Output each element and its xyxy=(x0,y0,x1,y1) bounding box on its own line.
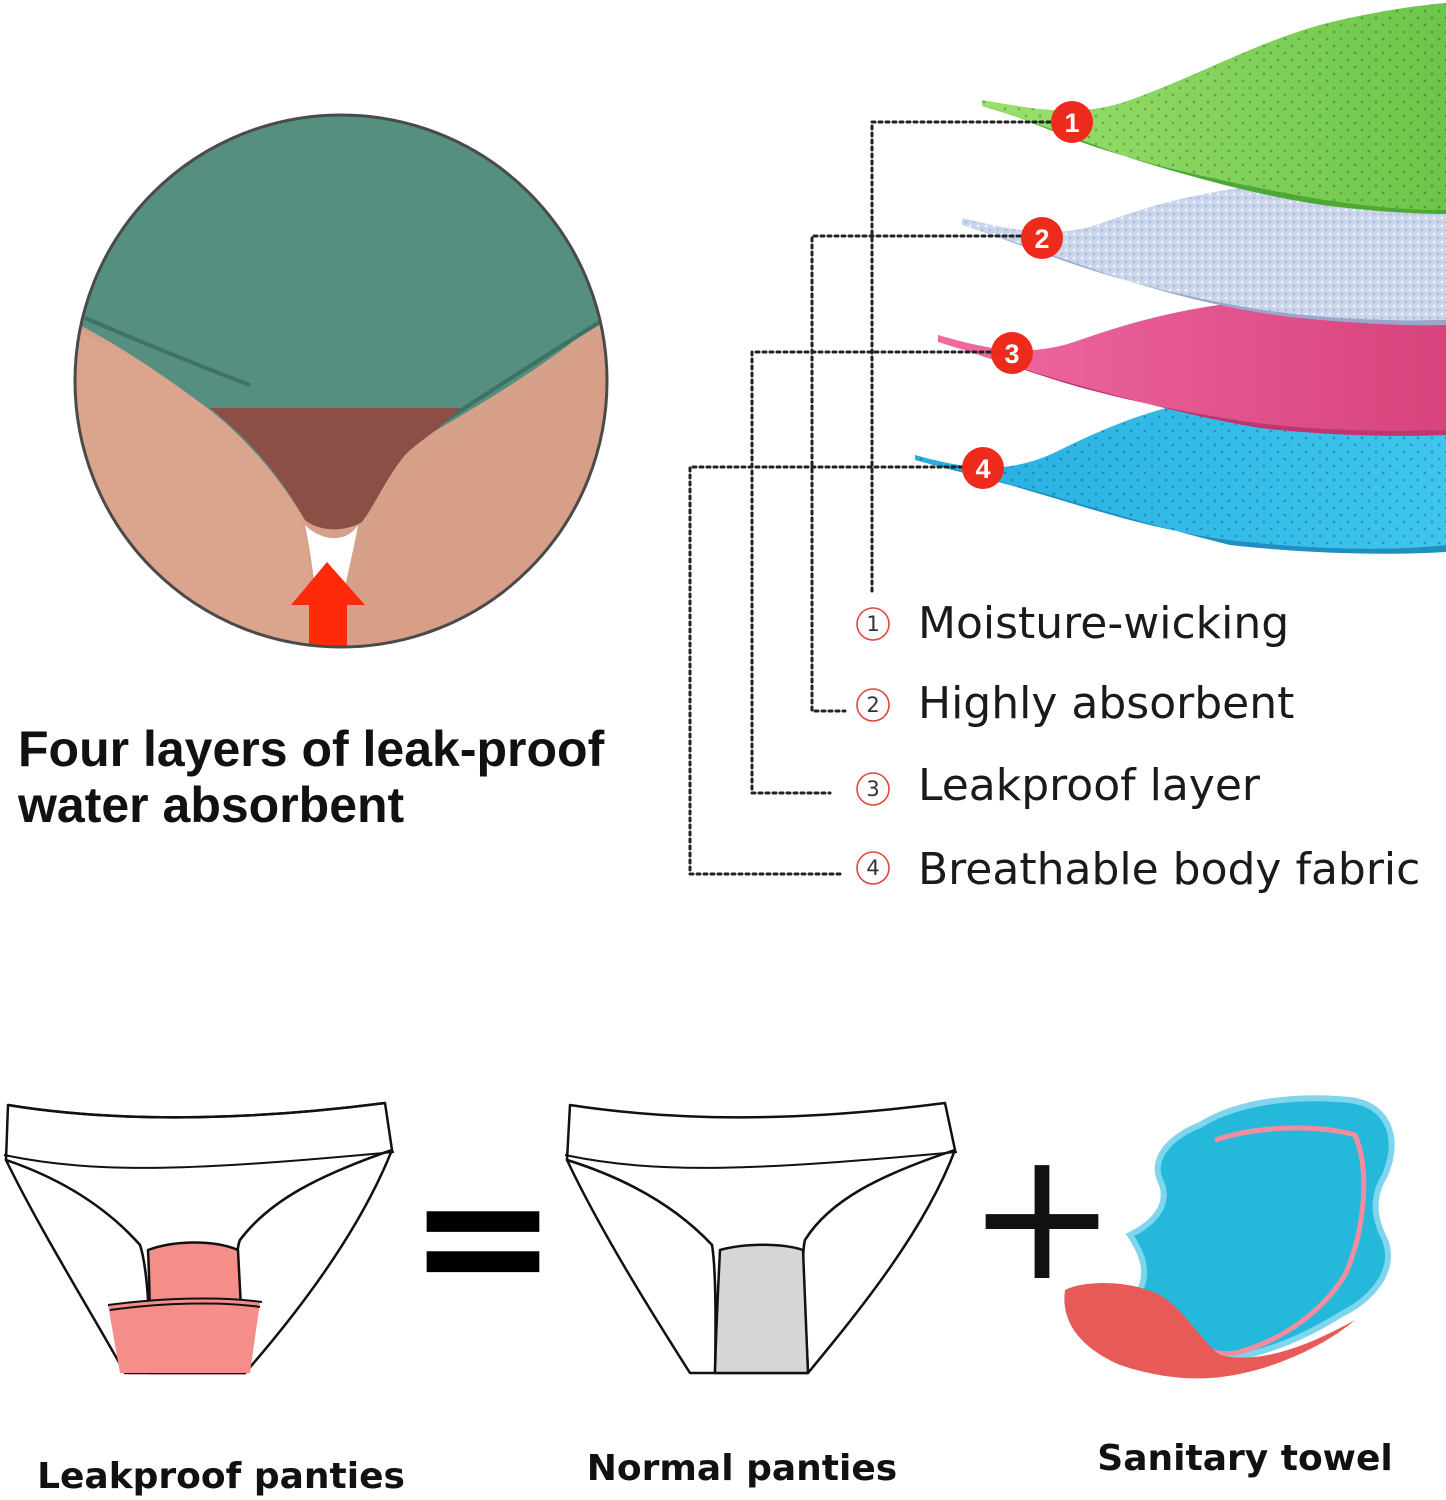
legend-label-4: Breathable body fabric xyxy=(918,844,1420,895)
layer-badge-4: 4 xyxy=(962,447,1004,489)
legend-label-3: Leakproof layer xyxy=(918,760,1261,811)
red-arrow-icon xyxy=(291,562,365,647)
svg-text:1: 1 xyxy=(1064,108,1079,138)
svg-text:1: 1 xyxy=(866,612,879,636)
leader-lines xyxy=(688,120,1052,876)
headline-line-1: Four layers of leak-proof xyxy=(18,721,605,777)
legend-item-1: 1 Moisture-wicking xyxy=(856,598,1289,649)
underwear-waist-seam xyxy=(84,316,251,387)
layer-badge-1: 1 xyxy=(1051,101,1093,143)
legend-label-2: Highly absorbent xyxy=(918,678,1294,729)
sanitary-pad-icon xyxy=(1064,1095,1395,1379)
svg-text:3: 3 xyxy=(866,777,879,801)
svg-text:3: 3 xyxy=(1004,339,1019,369)
sanitary-towel-label: Sanitary towel xyxy=(1097,1438,1392,1479)
leader-line-4 xyxy=(688,465,964,876)
layer-3-leakproof xyxy=(938,288,1446,436)
pad-wing xyxy=(1064,1283,1355,1379)
svg-text:2: 2 xyxy=(866,693,879,717)
svg-text:4: 4 xyxy=(975,454,990,484)
layer-stack xyxy=(915,3,1446,554)
normal-panties-drawing xyxy=(564,1101,958,1375)
layer-2-absorbent xyxy=(962,175,1446,326)
leakproof-panties-label: Leakproof panties xyxy=(37,1456,405,1497)
normal-panties-label: Normal panties xyxy=(587,1448,897,1489)
closeup-circle xyxy=(73,113,609,649)
legend-item-2: 2 Highly absorbent xyxy=(856,678,1294,729)
leader-line-3 xyxy=(750,350,992,795)
layer-1-moisture-wicking xyxy=(982,3,1446,214)
gusset-area xyxy=(210,408,460,530)
legend-item-4: 4 Breathable body fabric xyxy=(856,844,1420,895)
legend: 1 Moisture-wicking 2 Highly absorbent 3 … xyxy=(856,598,1420,895)
circle-border xyxy=(73,113,609,649)
headline-line-2: water absorbent xyxy=(17,777,405,833)
leader-line-1 xyxy=(870,120,1052,594)
normal-gusset xyxy=(713,1243,810,1375)
svg-text:4: 4 xyxy=(866,856,879,880)
leakproof-panties-drawing xyxy=(3,1101,395,1375)
equals-sign: = xyxy=(408,1132,559,1341)
layer-badge-3: 3 xyxy=(991,332,1033,374)
legend-label-1: Moisture-wicking xyxy=(918,598,1289,649)
layer-badge-2: 2 xyxy=(1021,217,1063,259)
svg-text:2: 2 xyxy=(1034,224,1049,254)
leader-line-2 xyxy=(810,234,1022,713)
legend-item-3: 3 Leakproof layer xyxy=(856,760,1261,811)
underwear-body xyxy=(75,115,607,530)
